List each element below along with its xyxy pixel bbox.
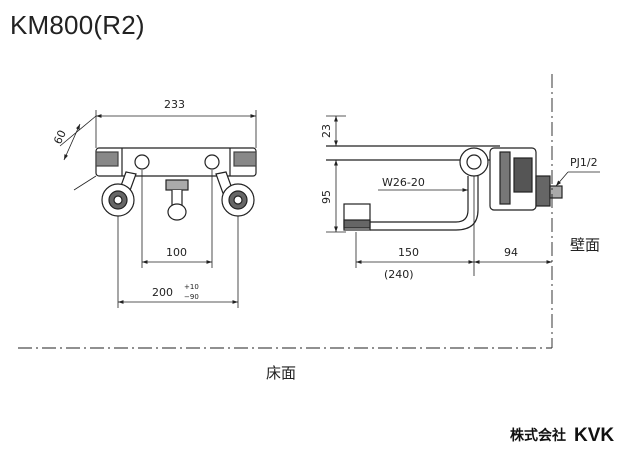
dim-top-height: 23 xyxy=(320,124,333,138)
valve-knob-left xyxy=(134,154,150,170)
dim-inlet-pitch: 100 xyxy=(166,246,187,259)
brand-logo: 株式会社 KVK xyxy=(510,425,614,446)
front-dimensions xyxy=(59,110,257,308)
spout-pipe xyxy=(370,176,469,223)
dim-wall-offset: 94 xyxy=(504,246,518,259)
center-outlet xyxy=(165,179,189,191)
valve-knob-right xyxy=(204,154,220,170)
dim-spout-reach-total: (240) xyxy=(384,268,414,281)
dim-front-width: 233 xyxy=(164,98,185,111)
body-left-panel xyxy=(95,151,119,167)
label-floor: 床面 xyxy=(266,364,296,382)
brand-mark: KVK xyxy=(574,425,614,446)
label-wall: 壁面 xyxy=(570,236,600,254)
faucet-body-top xyxy=(95,147,257,177)
body-right-panel xyxy=(233,151,257,167)
wall-fitting xyxy=(535,175,551,207)
dim-mount-range-plus: +10 xyxy=(184,283,199,291)
dim-pipe-thread: PJ1/2 xyxy=(570,156,598,169)
brand-prefix: 株式会社 xyxy=(510,427,566,444)
front-view xyxy=(95,147,257,221)
side-view xyxy=(326,145,563,231)
dim-mount-range-minus: −90 xyxy=(184,293,199,301)
dim-spout-reach: 150 xyxy=(398,246,419,259)
side-dimensions xyxy=(326,115,600,276)
dim-front-depth: 60 xyxy=(51,128,69,146)
dim-mount-range: 200 xyxy=(152,286,173,299)
dim-body-height: 95 xyxy=(320,190,333,204)
dim-spout-thread: W26-20 xyxy=(382,176,425,189)
drawing-title: KM800(R2) xyxy=(10,10,145,40)
